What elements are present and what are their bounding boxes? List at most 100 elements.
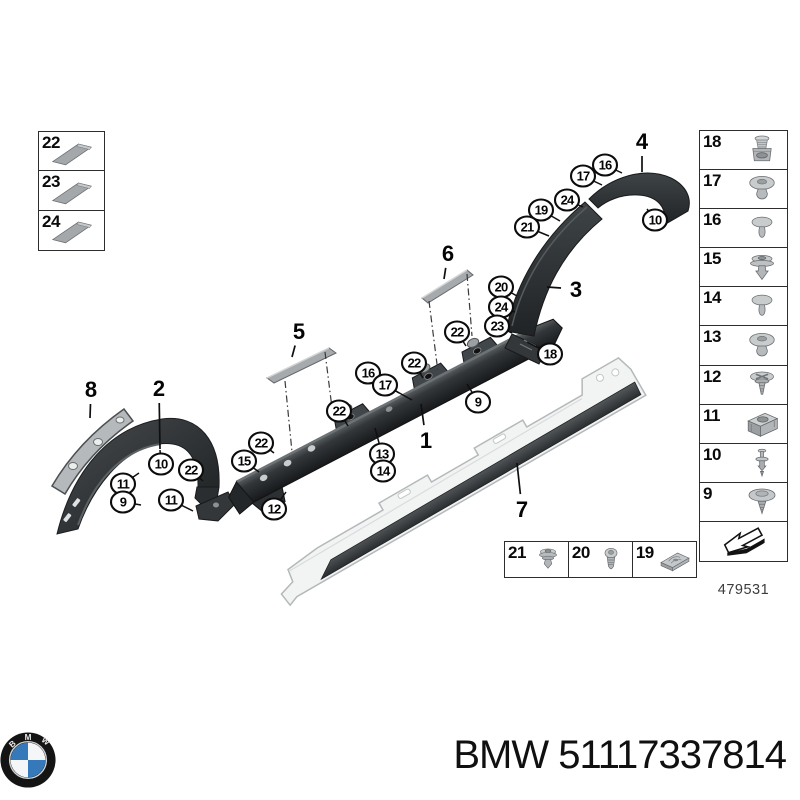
legend-cell-21: 21 [504,541,570,578]
dome-rivet-icon [749,332,775,357]
cage-nut-icon [747,412,779,437]
legend-cell-10: 10 [699,442,788,484]
callout-number-17: 17 [379,378,392,393]
dome-screw-icon [748,488,776,515]
layered-rivet-icon [538,548,557,569]
screw-grommet-icon [752,136,772,162]
callout-circle-10 [147,452,175,476]
alignment-guide-line [284,380,293,453]
callout-circle-9 [109,490,137,514]
part-label-leader [546,286,562,289]
callout-circle-17 [569,164,597,188]
speed-nut-icon [660,552,690,571]
adhesive-strip-icon [51,182,92,205]
callout-circle-10 [641,208,669,232]
callout-circle-11 [157,488,185,512]
part-number-text: BMW 51117337814 [453,733,787,777]
dome-rivet-icon [749,176,775,200]
callout-circle-18 [536,342,564,366]
phillips-rivet-icon [750,371,774,395]
part-label-leader [443,267,447,280]
adhesive-strip-icon [51,221,92,244]
legend-cell-number: 23 [42,172,60,192]
diagram-number: 479531 [717,582,770,598]
callout-number-9: 9 [475,395,482,410]
callout-number-21: 21 [521,220,534,235]
legend-cell-20: 20 [567,541,634,578]
callout-number-18: 18 [544,347,557,362]
callout-circle-16 [354,361,382,385]
callout-number-24: 24 [495,300,509,315]
part-2-front-wheel-arch-trim [56,417,236,535]
legend-cell-number: 16 [703,210,721,230]
alignment-guide-line [466,273,473,337]
part-label-6: 6 [442,241,454,266]
alignment-guide-line [428,300,439,373]
legend-cell-11: 11 [699,403,788,445]
callout-number-22: 22 [185,463,198,478]
legend-cell-number: 17 [703,171,721,191]
part-label-4: 4 [636,129,649,154]
legend-cell-number: 18 [703,132,721,151]
legend-cell-number: 13 [703,327,721,347]
legend-cell-number: 21 [508,543,526,562]
logo-letter-m: M [25,733,32,742]
part-4-rear-arch-trim-upper [588,172,690,227]
callout-number-16: 16 [599,158,612,173]
callout-number-20: 20 [495,280,508,295]
callout-number-16: 16 [362,366,375,381]
callout-circle-17 [371,373,399,397]
legend-cell-24: 24 [38,209,105,251]
part-label-2: 2 [153,376,165,401]
callout-number-19: 19 [535,203,548,218]
callout-circle-24 [553,188,581,212]
part-7-sill-carrier [280,356,647,607]
callout-circle-22 [400,351,428,375]
part-3-highlight [511,206,588,327]
callout-circle-23 [483,314,511,338]
callout-circle-19 [527,198,555,222]
legend-cell-number: 9 [703,483,712,503]
legend-cell-number: 14 [703,288,721,308]
bmw-logo: B M W [0,732,56,788]
part-6-adhesive-strip [421,269,474,304]
part-label-leader [291,345,296,358]
washer-rivet-icon [750,254,774,280]
logo-letter-w: W [40,735,52,747]
legend-cell-18: 18 [699,130,788,171]
callout-circle-12 [260,497,288,521]
logo-letter-b: B [7,739,17,750]
legend-cell-14: 14 [699,286,788,328]
callout-number-11: 11 [165,493,178,508]
legend-cell-19: 19 [631,541,698,578]
callout-number-11: 11 [117,477,130,492]
legend-cell-number: 24 [42,211,60,231]
callout-number-14: 14 [377,464,391,479]
callout-circle-21 [513,215,541,239]
part-8-bracket [50,407,135,496]
part-label-7: 7 [516,497,528,522]
callout-number-13: 13 [376,447,389,462]
legend-cell-23: 23 [38,170,105,212]
callout-circle-14 [369,459,397,483]
legend-cell-number: 20 [571,543,590,562]
part-5-adhesive-strip [266,347,337,384]
callout-number-15: 15 [238,454,251,469]
part-label-8: 8 [85,377,97,402]
callout-number-22: 22 [408,356,421,371]
callout-number-10: 10 [155,457,168,472]
legend-cell-17: 17 [699,169,788,210]
legend-cell-number: 22 [42,133,60,152]
part-label-leader [420,403,425,426]
legend-cell-13: 13 [699,325,788,367]
legend-cell-number: 10 [703,444,721,464]
part-label-3: 3 [570,277,582,302]
legend-cell-16: 16 [699,208,788,249]
legend-cell-arrow [699,520,788,562]
callout-number-22: 22 [451,325,464,340]
callout-number-23: 23 [491,319,504,334]
callout-circle-22 [247,431,275,455]
